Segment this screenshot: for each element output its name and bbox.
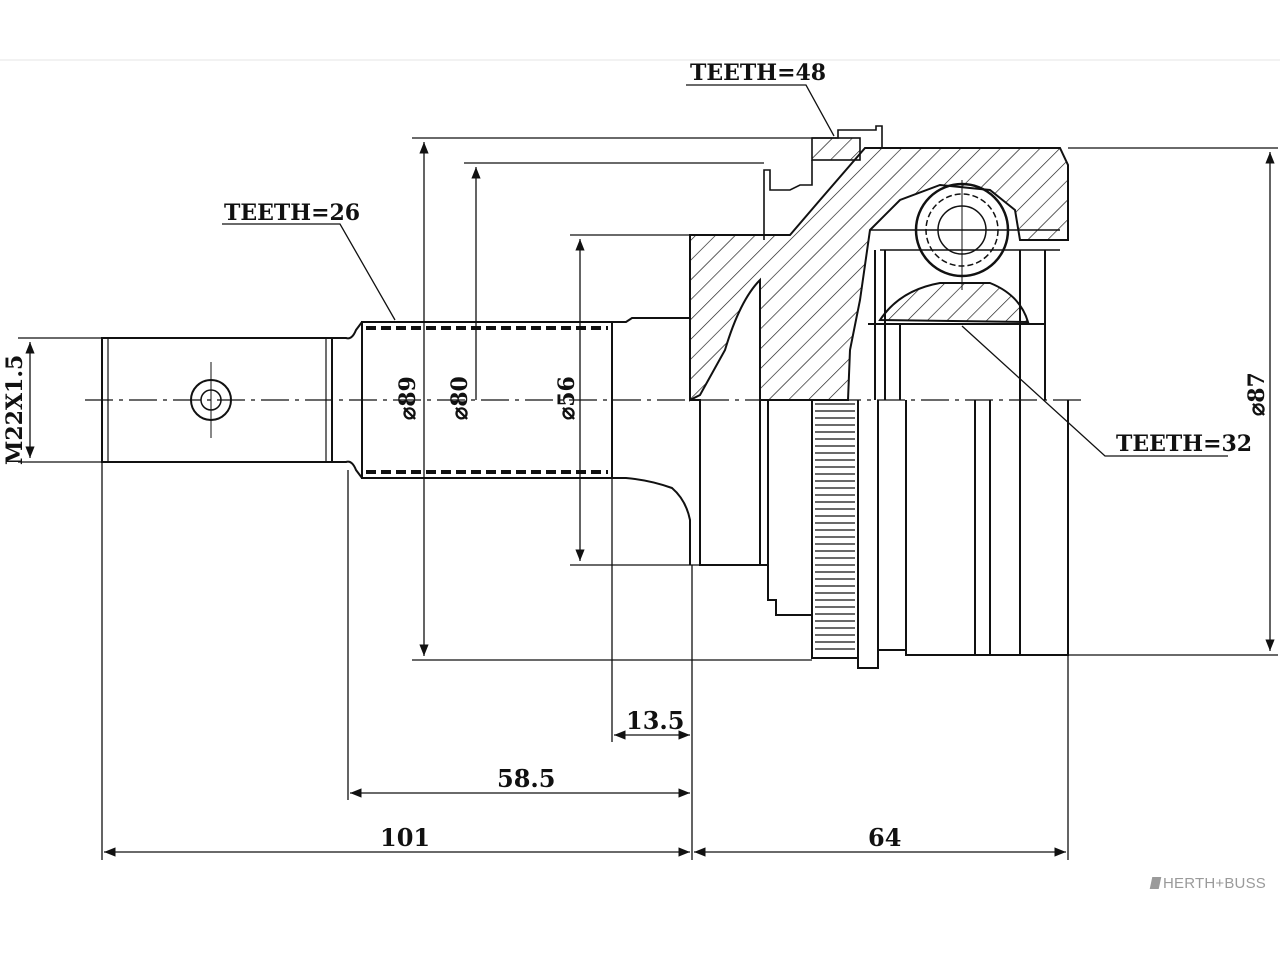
splined-shaft [361,235,691,565]
housing-section [689,147,1069,402]
abs-tone-ring [815,403,855,650]
label-dia-80: ⌀80 [447,376,473,420]
center-hole-mark [190,362,232,438]
brand-name: HERTH+BUSS [1162,875,1266,892]
label-thread: M22X1.5 [2,355,28,465]
inner-race-lines [868,250,1046,400]
seal-ring [763,125,883,240]
label-teeth-26: TEETH=26 [224,200,360,226]
label-dim-64: 64 [868,823,901,852]
ball-cage [870,180,1060,290]
inner-race-section [878,282,1030,324]
brand-mark-icon [1149,877,1162,889]
label-dia-87: ⌀87 [1244,372,1270,416]
housing-outline-lower [690,399,1069,669]
threaded-stub [101,321,612,479]
dimension-lines [18,84,1278,860]
label-teeth-48: TEETH=48 [690,60,826,86]
label-dia-56: ⌀56 [554,376,580,420]
label-dim-58-5: 58.5 [497,764,555,793]
label-teeth-32: TEETH=32 [1116,431,1252,457]
brand-logo: HERTH+BUSS [1149,875,1266,892]
label-dim-101: 101 [380,823,430,852]
label-dia-89: ⌀89 [395,376,421,420]
label-dim-13-5: 13.5 [626,706,684,735]
